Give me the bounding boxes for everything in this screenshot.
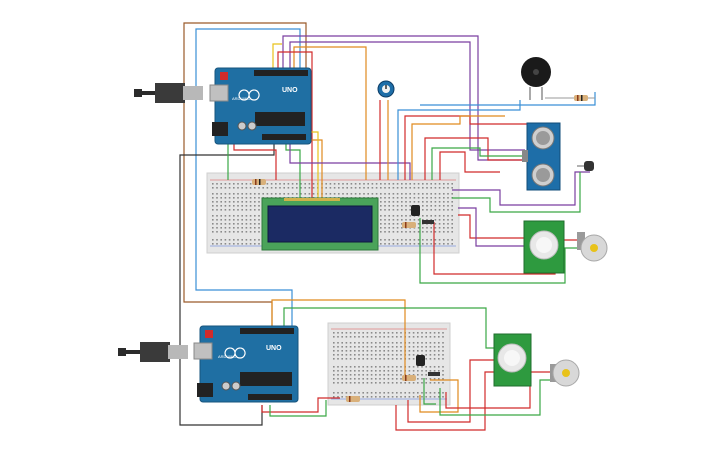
wire-green-bottom-4[interactable] <box>423 378 436 405</box>
wire-red-sonar[interactable] <box>424 137 527 180</box>
usb-cable-top[interactable] <box>134 83 203 103</box>
ultrasonic-sensor-icon[interactable] <box>522 122 561 191</box>
wire-red-top-left[interactable] <box>233 140 277 180</box>
diode-top[interactable] <box>422 220 434 224</box>
wire-yellow-1[interactable] <box>272 43 282 70</box>
breadboard-bottom-holes <box>333 332 444 398</box>
transistor-bottom[interactable] <box>416 355 425 366</box>
breadboard-bottom[interactable] <box>327 322 451 406</box>
pir-sensor-top[interactable] <box>523 220 565 274</box>
wire-orange-bottom-2[interactable] <box>419 379 459 413</box>
lcd-display[interactable] <box>261 197 379 251</box>
wire-green-photo[interactable] <box>452 172 581 213</box>
wires-bottom[interactable] <box>261 299 552 431</box>
wire-red-1[interactable] <box>277 51 313 198</box>
resistor-top-bb-2[interactable] <box>402 222 416 228</box>
infinity-logo-icon <box>224 347 246 359</box>
wire-green-bottom-3[interactable] <box>439 379 552 416</box>
wire-purple-pir[interactable] <box>458 207 525 247</box>
wire-red-pir[interactable] <box>458 214 525 239</box>
wire-red-sonar-2[interactable] <box>439 151 500 180</box>
wire-blue-res[interactable] <box>420 92 596 106</box>
transistor-top[interactable] <box>411 205 420 216</box>
wire-red-bottom-motor[interactable] <box>445 371 552 409</box>
wire-purple-2[interactable] <box>289 41 525 151</box>
pir-sensor-bottom[interactable] <box>493 333 532 387</box>
infinity-logo-icon <box>238 89 260 101</box>
wire-purple-photo[interactable] <box>452 171 590 206</box>
resistor-top-bb[interactable] <box>252 179 266 185</box>
wire-red-bottom-3[interactable] <box>407 359 495 423</box>
photoresistor-icon[interactable] <box>577 161 594 171</box>
wire-green-bottom[interactable] <box>283 307 495 349</box>
wire-green-sonar[interactable] <box>431 147 527 180</box>
usb-cable-bottom[interactable] <box>118 342 188 362</box>
potentiometer-icon[interactable] <box>377 80 395 98</box>
wire-purple-1[interactable] <box>282 35 525 161</box>
board-top-logo: UNO <box>282 87 298 94</box>
resistor-bottom-bb-2[interactable] <box>402 375 416 381</box>
resistor-bottom-bb[interactable] <box>346 396 360 402</box>
diode-bottom[interactable] <box>428 372 440 376</box>
board-bottom-logo: UNO <box>266 345 282 352</box>
dc-motor-bottom[interactable] <box>550 359 580 387</box>
wire-red-bottom-1[interactable] <box>261 397 340 413</box>
arduino-board-bottom[interactable]: UNO ARDUINO <box>193 325 299 403</box>
wire-green-pir[interactable] <box>419 218 580 284</box>
resistor-top-right[interactable] <box>545 95 595 101</box>
piezo-buzzer-icon[interactable] <box>521 57 551 100</box>
arduino-board-top[interactable]: UNO ARDUINO <box>209 67 312 145</box>
wire-blue-buzzer[interactable] <box>397 100 521 180</box>
wire-orange-1[interactable] <box>293 46 367 180</box>
wire-black-top[interactable] <box>179 143 275 426</box>
wire-orange-bottom[interactable] <box>271 299 406 378</box>
wire-red-bottom-2[interactable] <box>395 371 495 431</box>
wire-orange-buzzer[interactable] <box>411 115 505 180</box>
dc-motor-top[interactable] <box>577 232 608 262</box>
wire-green-bottom-2[interactable] <box>269 400 327 417</box>
